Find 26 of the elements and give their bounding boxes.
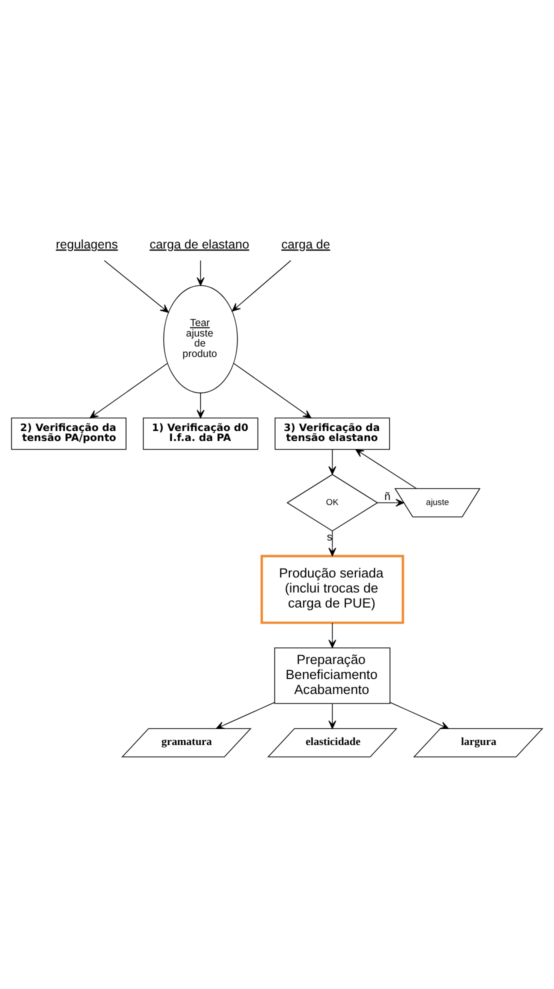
node-text: regulagens — [56, 237, 118, 252]
arrow — [328, 703, 336, 729]
edge-label: s — [326, 531, 332, 544]
arrow — [377, 498, 404, 507]
node-box: Produção seriada (inclui trocas de carga de PUE) — [260, 554, 404, 624]
node-ellipse: Tear ajuste de produto — [163, 285, 238, 394]
node-box: Preparação Beneficiamento Acabamento — [274, 647, 390, 704]
arrow — [355, 449, 417, 489]
arrow — [390, 702, 449, 729]
arrow — [232, 260, 292, 312]
arrow — [216, 702, 276, 729]
node-text: carga de — [281, 237, 330, 252]
arrow — [104, 260, 169, 313]
arrow — [328, 530, 336, 556]
node-text: carga de elastano — [150, 237, 250, 252]
node-box: 1) Verificação d0 I.f.a. da PA — [142, 418, 258, 450]
arrow — [328, 449, 336, 475]
arrow — [196, 260, 204, 286]
node-box: 2) Verificação da tensão PA/ponto — [11, 418, 126, 450]
arrow — [233, 363, 312, 418]
node-diamond: OK — [286, 474, 378, 532]
edge-label: ñ — [384, 490, 391, 503]
arrow — [90, 363, 168, 418]
arrow — [328, 622, 336, 648]
arrow — [196, 392, 204, 418]
node-box: 3) Verificação da tensão elastano — [274, 418, 390, 450]
